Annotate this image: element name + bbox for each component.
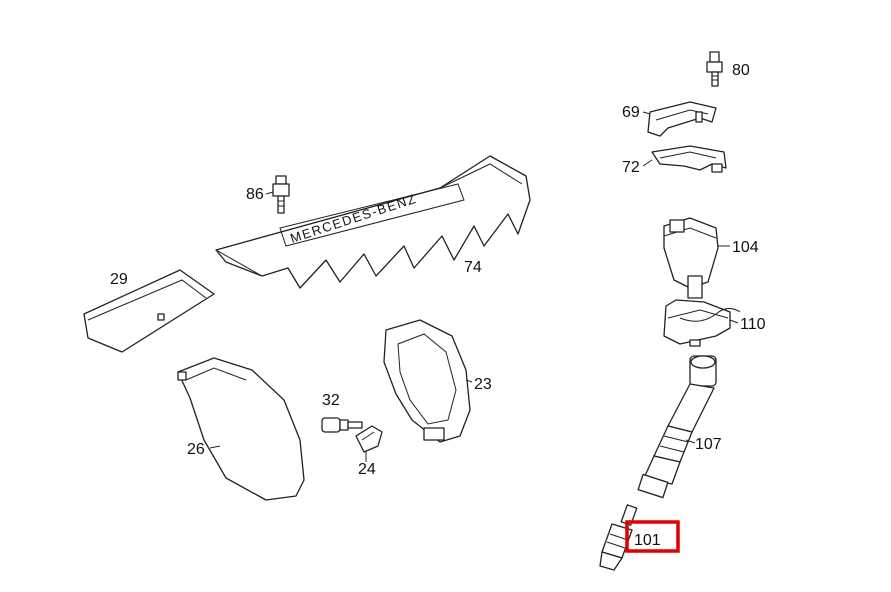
housing-frame-23-drawing[interactable] <box>383 319 471 443</box>
label-80[interactable]: 80 <box>732 62 750 79</box>
engine-cover-74-drawing[interactable]: MERCEDES-BENZ <box>215 155 531 289</box>
highlight-box-101 <box>625 520 680 553</box>
label-74[interactable]: 74 <box>464 259 482 276</box>
label-24[interactable]: 24 <box>358 461 376 478</box>
bracket-69-drawing[interactable] <box>647 101 717 137</box>
plug-connector-107-drawing[interactable] <box>637 355 717 499</box>
bolt-32-drawing[interactable] <box>321 417 363 433</box>
label-32[interactable]: 32 <box>322 392 340 409</box>
label-101[interactable]: 101 <box>634 532 661 549</box>
side-cover-26-drawing[interactable] <box>177 357 305 501</box>
bracket-72-drawing[interactable] <box>651 145 727 173</box>
label-72[interactable]: 72 <box>622 159 640 176</box>
connector-bracket-110-drawing[interactable] <box>663 299 741 347</box>
label-69[interactable]: 69 <box>622 104 640 121</box>
label-26[interactable]: 26 <box>187 441 205 458</box>
clip-24-drawing[interactable] <box>355 425 383 453</box>
label-104[interactable]: 104 <box>732 239 759 256</box>
bolt-86-drawing[interactable] <box>272 175 290 214</box>
ignition-coil-104-drawing[interactable] <box>663 217 719 299</box>
cover-panel-29-drawing[interactable] <box>83 269 215 353</box>
label-23[interactable]: 23 <box>474 376 492 393</box>
bolt-80-drawing[interactable] <box>706 51 723 87</box>
spark-plug-101-drawing[interactable] <box>599 504 638 571</box>
label-29[interactable]: 29 <box>110 271 128 288</box>
leader-lines <box>209 111 739 462</box>
label-86[interactable]: 86 <box>246 186 264 203</box>
label-110[interactable]: 110 <box>740 316 766 333</box>
label-107[interactable]: 107 <box>695 436 722 453</box>
